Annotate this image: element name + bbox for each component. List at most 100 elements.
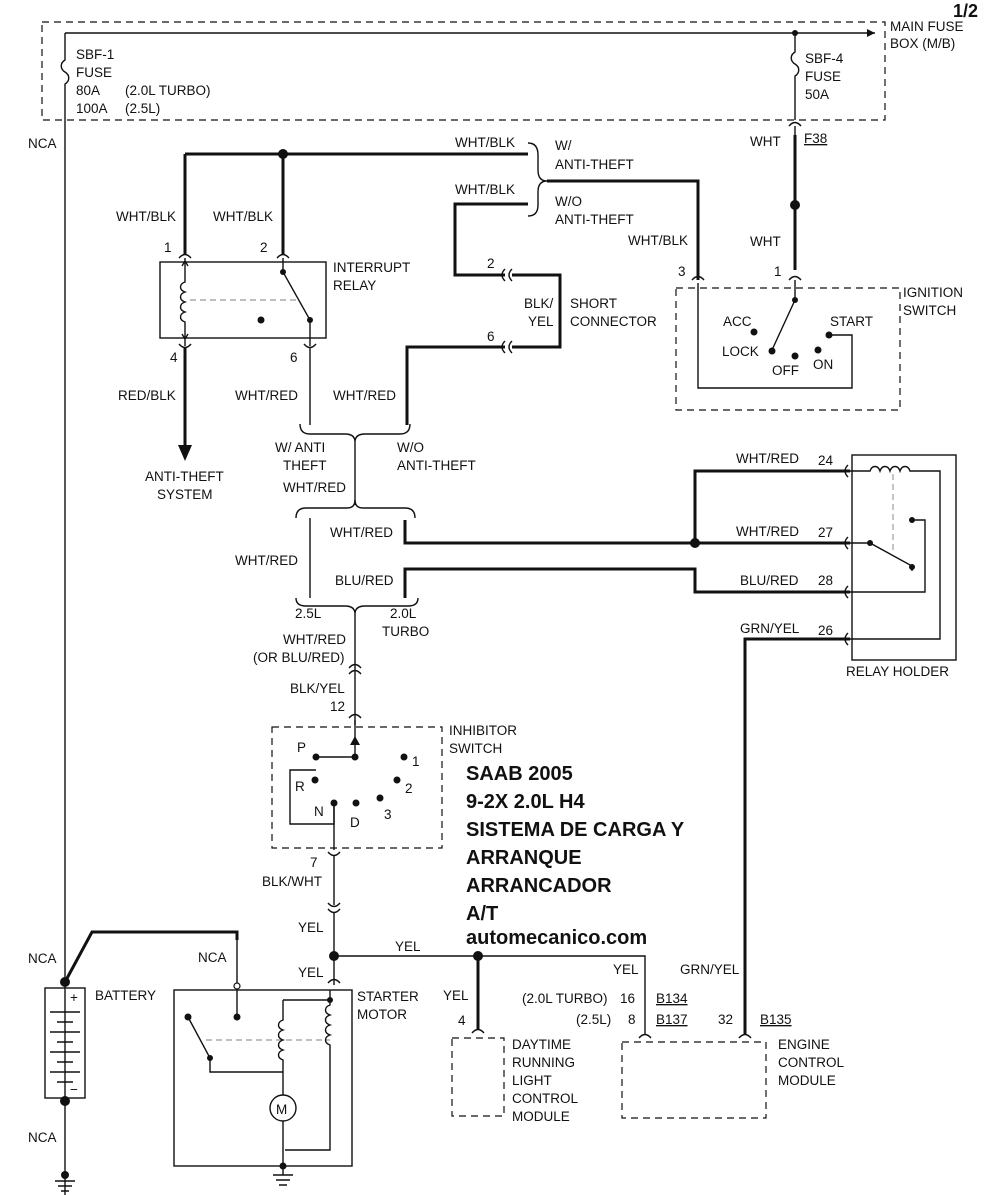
ign-on-label: ON xyxy=(813,357,833,372)
short-pin-2: 2 xyxy=(487,256,495,271)
ign-pin1-connector xyxy=(788,275,802,281)
inh-d: D xyxy=(350,815,360,830)
grn-yel-label-26: GRN/YEL xyxy=(740,621,800,636)
blu-red-wire xyxy=(403,567,850,598)
wht-red-or-label: WHT/RED xyxy=(283,632,346,647)
title-line-7: automecanico.com xyxy=(466,927,647,949)
anti-theft-w-2: ANTI-THEFT xyxy=(555,157,634,172)
sbf1-fuse: FUSE xyxy=(76,65,112,80)
rh-pin-26: 26 xyxy=(818,623,833,638)
sbf1-100a: 100A xyxy=(76,101,108,116)
ecm-pin-8: 8 xyxy=(628,1012,636,1027)
relay-top-connectors xyxy=(178,253,290,259)
short-wire-label-2: YEL xyxy=(528,314,554,329)
fuse-box-label: MAIN FUSE xyxy=(890,19,964,34)
rh-pin-27: 27 xyxy=(818,525,833,540)
split2-right-2: TURBO xyxy=(382,624,429,639)
inh-1: 1 xyxy=(412,754,420,769)
wht-red-label-mid: WHT/RED xyxy=(283,480,346,495)
anti-theft-system-label-2: SYSTEM xyxy=(157,487,213,502)
ign-switch-label-2: SWITCH xyxy=(903,303,956,318)
drl-label-2: RUNNING xyxy=(512,1055,575,1070)
wht-red-label-wo: WHT/RED xyxy=(333,388,396,403)
ign-pin-1: 1 xyxy=(774,264,782,279)
ecm-label-3: MODULE xyxy=(778,1073,836,1088)
ign-acc-label: ACC xyxy=(723,314,752,329)
drl-label-3: LIGHT xyxy=(512,1073,552,1088)
starter-pull-coil xyxy=(277,1000,286,1095)
wht-red-label-27: WHT/RED xyxy=(736,524,799,539)
starter-ground-icon xyxy=(273,1168,293,1186)
inh-2: 2 xyxy=(405,781,413,796)
splice-wht xyxy=(790,200,800,210)
ign-off-contact xyxy=(791,352,799,360)
starter-label: STARTER xyxy=(357,989,419,1004)
title-line-5: ARRANCADOR xyxy=(466,875,612,897)
ecm-label-2: CONTROL xyxy=(778,1055,844,1070)
sbf4-label: SBF-4 xyxy=(805,51,844,66)
bus-junction xyxy=(792,30,798,36)
yel-label-ecm: YEL xyxy=(613,962,639,977)
rh-connectors xyxy=(844,464,849,646)
battery-plus: + xyxy=(70,990,78,1005)
wht-label-1: WHT xyxy=(750,134,781,149)
starter-label-2: MOTOR xyxy=(357,1007,407,1022)
sbf1-variant-turbo: (2.0L TURBO) xyxy=(125,83,211,98)
starter-solenoid-switch xyxy=(187,1016,283,1073)
engine-control-module xyxy=(621,1041,767,1119)
ign-on-contact xyxy=(814,346,822,354)
wht-blk-label-ign: WHT/BLK xyxy=(628,233,688,248)
wht-label-2: WHT xyxy=(750,234,781,249)
yel-label-3: YEL xyxy=(395,939,421,954)
battery-cells xyxy=(50,1011,80,1083)
anti-theft-wo-2: ANTI-THEFT xyxy=(555,212,634,227)
rh-coil-loop xyxy=(850,465,941,640)
nca-label-battery: NCA xyxy=(28,951,57,966)
ecm-b135: B135 xyxy=(760,1012,792,1027)
ign-internal-wire xyxy=(697,283,853,389)
relay-pin-1: 1 xyxy=(164,240,172,255)
rh-pin-28: 28 xyxy=(818,573,833,588)
split1-left-2: THEFT xyxy=(283,458,327,473)
ign-lock-contact xyxy=(768,347,776,355)
bus-arrow xyxy=(867,29,875,37)
wht-red-24-wire xyxy=(693,469,850,543)
relay-holder xyxy=(851,454,957,661)
drl-module xyxy=(451,1037,505,1117)
short-connector-2 xyxy=(501,268,513,282)
relay-label: INTERRUPT xyxy=(333,260,410,275)
relay-pin-2: 2 xyxy=(260,240,268,255)
inh-p: P xyxy=(297,740,306,755)
ecm-connectors xyxy=(638,1033,752,1039)
relay-coil xyxy=(179,258,188,346)
grn-yel-wire xyxy=(743,637,850,1035)
blk-yel-label: BLK/YEL xyxy=(290,681,345,696)
ecm-pin-16: 16 xyxy=(620,991,635,1006)
main-fuse-box xyxy=(41,21,886,121)
relay-holder-label: RELAY HOLDER xyxy=(846,664,949,679)
nca-label-top: NCA xyxy=(28,136,57,151)
wht-blk-label-top: WHT/BLK xyxy=(455,135,515,150)
wht-blk-label-p2: WHT/BLK xyxy=(213,209,273,224)
fuse-box-label-2: BOX (M/B) xyxy=(890,36,955,51)
wht-red-label-25: WHT/RED xyxy=(235,553,298,568)
ign-acc-contact xyxy=(750,328,758,336)
title-line-4: ARRANQUE xyxy=(466,847,582,869)
anti-theft-wo: W/O xyxy=(555,194,582,209)
wht-red-label-27a: WHT/RED xyxy=(330,525,393,540)
drl-connector xyxy=(471,1028,485,1034)
yel-ecm-wire xyxy=(334,955,646,1035)
relay-pin-6: 6 xyxy=(290,350,298,365)
wht-red-or-label-2: (OR BLU/RED) xyxy=(253,650,345,665)
sbf4-fuse: FUSE xyxy=(805,69,841,84)
starter-connector xyxy=(327,978,341,984)
anti-theft-brace xyxy=(527,142,548,217)
ecm-variant-2: (2.5L) xyxy=(576,1012,611,1027)
relay-bottom-connectors xyxy=(178,343,317,349)
page-number: 1/2 xyxy=(953,1,978,21)
f38-connector xyxy=(788,121,802,127)
anti-theft-system-label: ANTI-THEFT xyxy=(145,469,224,484)
connector-blk-yel-top xyxy=(348,663,362,675)
inh-pin-12: 12 xyxy=(330,699,345,714)
title-line-2: 9-2X 2.0L H4 xyxy=(466,791,585,813)
